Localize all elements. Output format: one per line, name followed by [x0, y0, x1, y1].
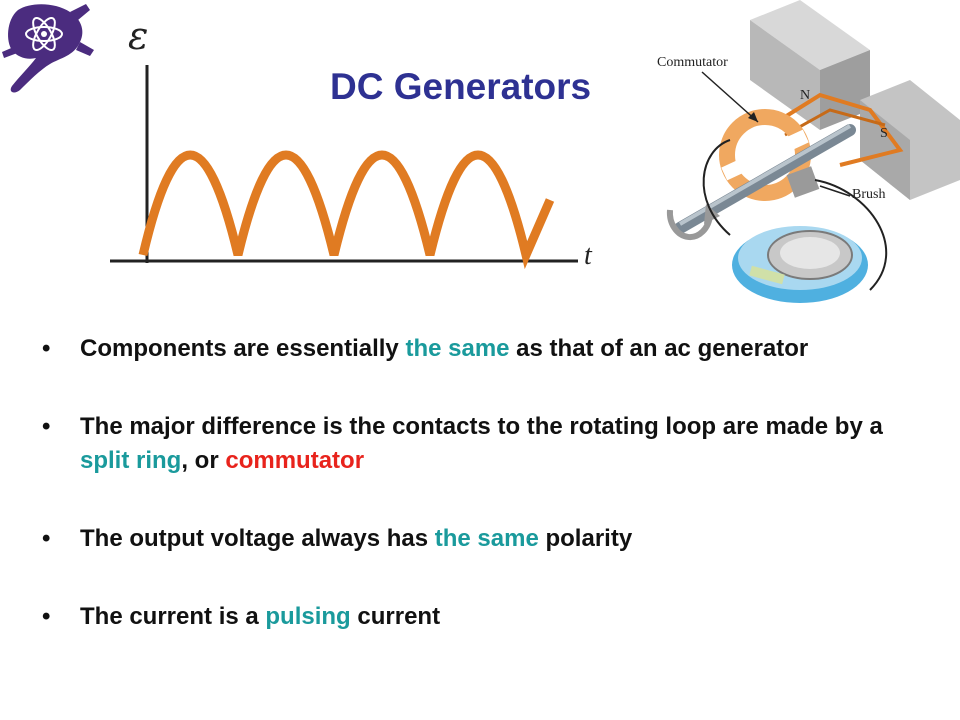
- label-commutator: Commutator: [657, 55, 728, 70]
- bullet-item-3: • The output voltage always has the same…: [40, 522, 920, 556]
- slide-title: DC Generators: [330, 66, 592, 107]
- emf-graph: [110, 65, 578, 270]
- bullet-dot: •: [42, 413, 51, 440]
- bullet-text: as that of an ac generator: [509, 335, 809, 362]
- bullet-dot: •: [42, 603, 51, 630]
- bullet-text: The output voltage always has: [80, 525, 435, 552]
- bullet-dot: •: [42, 335, 51, 362]
- rectified-emf-curve: [138, 150, 555, 270]
- bullet-dot: •: [42, 525, 51, 552]
- highlight-text: pulsing: [265, 603, 351, 630]
- dc-generator-illustration: [666, 0, 960, 303]
- bullet-text: current: [350, 603, 441, 630]
- y-axis-label: ε: [128, 14, 149, 58]
- label-south: S: [880, 126, 888, 141]
- bullet-text: polarity: [538, 525, 633, 552]
- bullet-item-4: • The current is a pulsing current: [40, 600, 920, 634]
- highlight-text: the same: [405, 335, 510, 362]
- bullet-item-1: • Components are essentially the same as…: [40, 332, 920, 366]
- highlight-text: the same: [434, 525, 539, 552]
- label-north: N: [800, 88, 811, 103]
- bullet-text: , or: [181, 447, 226, 474]
- bullet-text: The major difference is the contacts to …: [80, 413, 883, 440]
- lizard-logo-icon: [2, 4, 94, 93]
- x-axis-label: t: [584, 240, 592, 271]
- highlight-text-red: commutator: [225, 447, 365, 474]
- bullet-text: The current is a: [80, 603, 266, 630]
- label-brush: Brush: [852, 187, 886, 202]
- bullet-list: • Components are essentially the same as…: [40, 332, 920, 634]
- bullet-item-2: • The major difference is the contacts t…: [40, 410, 920, 478]
- bullet-text: Components are essentially: [80, 335, 406, 362]
- highlight-text: split ring: [80, 447, 182, 474]
